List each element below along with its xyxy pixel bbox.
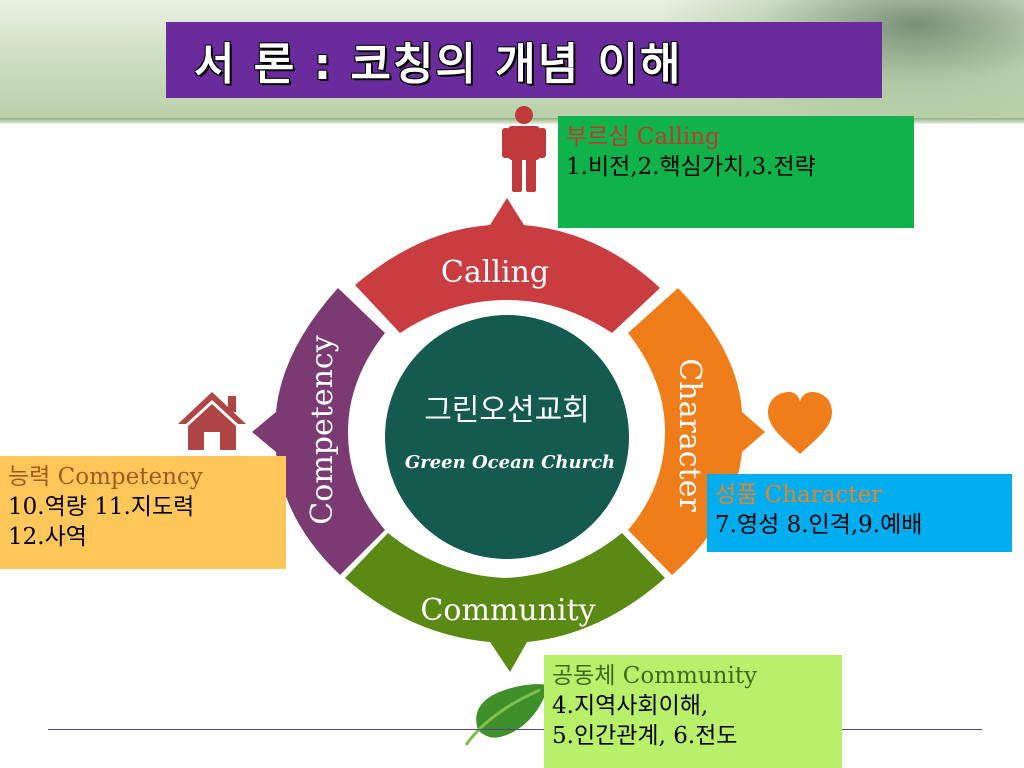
ring-label-character: Character — [672, 358, 707, 512]
community-box-line-1: 4.지역사회이해, — [552, 693, 709, 719]
house-icon — [178, 392, 246, 450]
ring-label-competency-path: Competency — [305, 335, 340, 524]
segment-character — [628, 288, 765, 575]
competency-box-title: 능력 Competency — [8, 464, 203, 490]
calling-info-box: 부르심 Calling 1.비전,2.핵심가치,3.전략 — [558, 116, 914, 228]
heart-icon — [768, 392, 832, 454]
center-circle — [385, 315, 629, 559]
header-divider — [0, 118, 1024, 124]
person-icon — [502, 106, 546, 192]
calling-box-title: 부르심 Calling — [566, 124, 720, 150]
ring-label-competency: Competency — [305, 335, 340, 524]
competency-box-line-1: 10.역량 11.지도력 — [8, 494, 195, 520]
character-box-title: 성품 Character — [715, 482, 883, 508]
page-title: 서 론 : 코칭의 개념 이해 — [194, 39, 683, 90]
center-english-label: Green Ocean Church — [405, 452, 615, 473]
bottom-divider — [48, 729, 982, 730]
segment-calling — [355, 198, 660, 333]
calling-box-line-1: 1.비전,2.핵심가치,3.전략 — [566, 154, 816, 180]
segment-competency — [252, 288, 385, 575]
character-box-line-1: 7.영성 8.인격,9.예배 — [715, 512, 923, 538]
competency-box-line-2: 12.사역 — [8, 524, 87, 550]
ring-label-character-path: Character — [672, 358, 707, 512]
ring-label-calling: Calling — [441, 255, 549, 290]
community-info-box: 공동체 Community 4.지역사회이해, 5.인간관계, 6.전도 — [544, 655, 842, 768]
segment-community — [345, 533, 665, 672]
ring-label-community: Community — [420, 593, 595, 628]
community-box-line-2: 5.인간관계, 6.전도 — [552, 723, 738, 749]
competency-info-box: 능력 Competency 10.역량 11.지도력 12.사역 — [0, 456, 286, 569]
leaf-icon — [464, 684, 548, 746]
title-banner: 서 론 : 코칭의 개념 이해 — [166, 22, 882, 98]
community-box-title: 공동체 Community — [552, 663, 758, 689]
center-korean-label: 그린오션교회 — [424, 393, 590, 428]
character-info-box: 성품 Character 7.영성 8.인격,9.예배 — [707, 474, 1012, 552]
